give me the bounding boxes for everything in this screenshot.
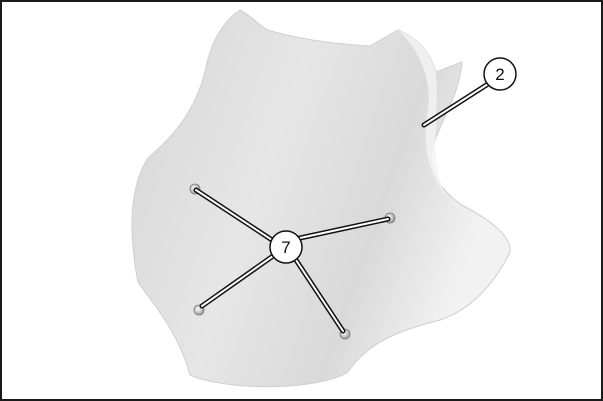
callout-2-label: 2 [495, 65, 504, 84]
callout-2-leader [421, 81, 491, 128]
callout-7-leaders [193, 187, 391, 334]
callout-2-circle [483, 57, 517, 91]
callout-7-label: 7 [281, 238, 290, 257]
callout-7-circle [269, 230, 303, 264]
